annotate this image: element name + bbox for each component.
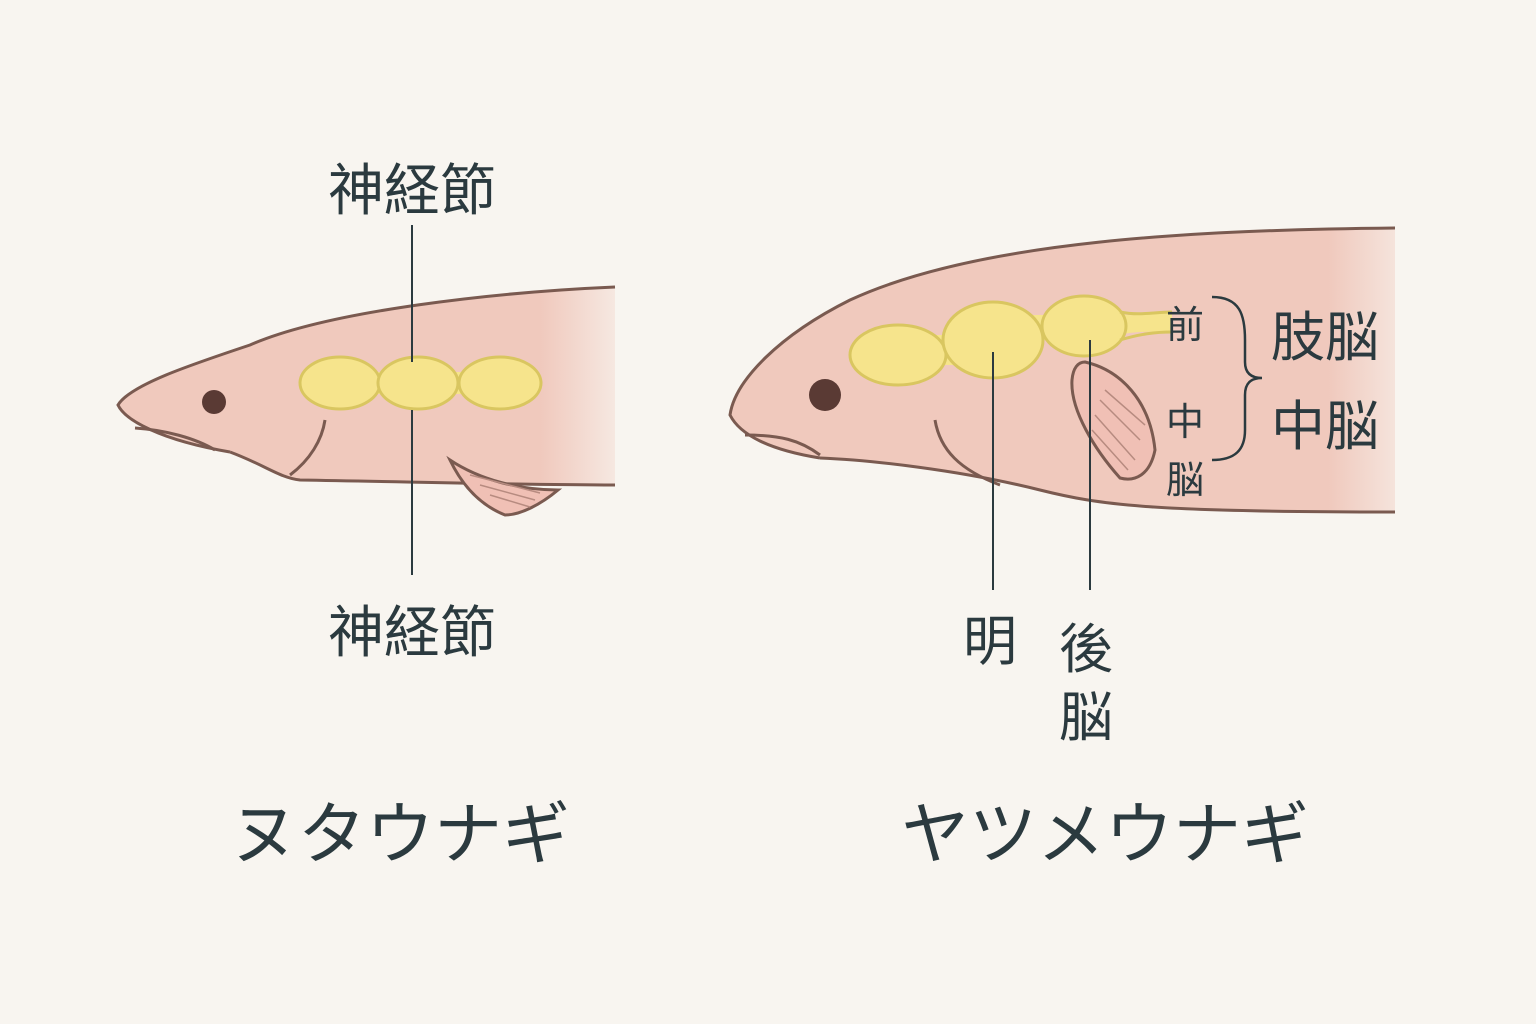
hagfish-gill-line [289,419,327,477]
brace [1211,295,1263,462]
hagfish-eye [202,390,226,414]
label-hindbrain-2: 脳 [1059,686,1113,749]
label-mid-1: 中 [1166,400,1204,444]
title-hagfish: ヌタウナギ [230,796,570,875]
lamprey-mouth [744,433,821,457]
title-lamprey: ヤツメウナギ [901,796,1309,875]
brain-lobe [848,323,948,387]
hagfish-ganglia [298,355,543,411]
ganglion [457,355,543,411]
label-front: 前 [1166,303,1204,347]
ganglion [298,355,382,411]
ganglion [376,355,460,411]
hagfish-mouth [134,426,216,452]
hagfish-outline-bottom [229,450,616,487]
label-ganglion-bottom: 神経節 [328,601,496,666]
label-limb-brain: 肢脳 [1271,306,1379,369]
label-ming: 明 [963,610,1017,673]
hagfish-outline-top [116,285,616,454]
lamprey-outline-top [728,226,1396,460]
lamprey-illustration: 前 中 脳 肢脳 中脳 明 後 脳 ヤツメウナギ [728,226,1396,875]
lamprey-outline-bottom [819,456,1396,514]
lamprey-brain [848,294,1173,387]
label-mid-2: 脳 [1166,458,1204,502]
brain-lobe [1040,294,1128,358]
label-midbrain: 中脳 [1271,395,1379,458]
hagfish-illustration: 神経節 神経節 ヌタウナギ [116,159,616,875]
label-ganglion-top: 神経節 [328,159,496,224]
lamprey-gill-line [933,419,1001,487]
lamprey-eye [809,379,841,411]
lamprey-body [730,228,1395,512]
label-hindbrain-1: 後 [1059,618,1113,681]
lamprey-pectoral-fin [1070,360,1157,481]
